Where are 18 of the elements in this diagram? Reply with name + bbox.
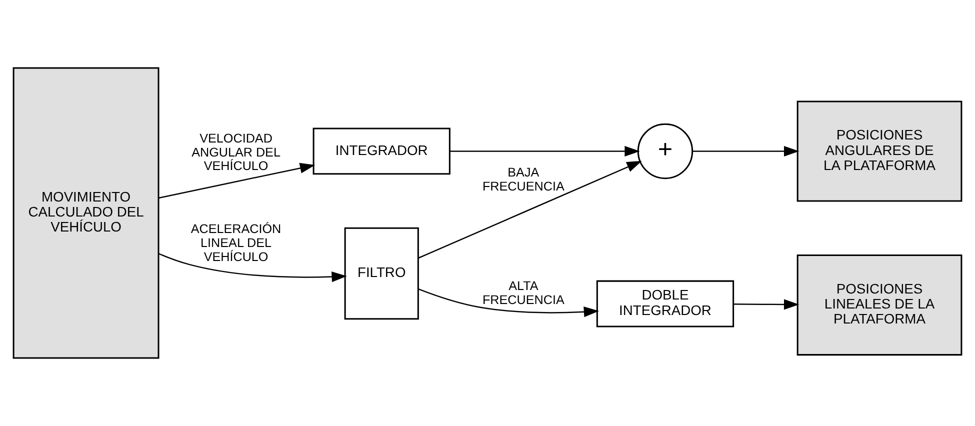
node-circle: + [637, 123, 694, 180]
node-box: FILTRO [344, 227, 419, 320]
node-box: DOBLE INTEGRADOR [596, 280, 734, 328]
edge-label: ALTA FRECUENCIA [482, 278, 564, 307]
arrow [734, 299, 800, 310]
arrow [692, 146, 800, 157]
edge-label: ACELERACIÓN LINEAL DEL VEHÍCULO [190, 222, 282, 264]
arrow [418, 160, 642, 259]
node-box: MOVIMIENTO CALCULADO DEL VEHÍCULO [12, 67, 160, 359]
arrow [158, 253, 347, 282]
arrow [418, 288, 600, 318]
node-box: INTEGRADOR [312, 128, 450, 175]
edge-label: BAJA FRECUENCIA [482, 165, 564, 194]
node-box: POSICIONES ANGULARES DE LA PLATAFORMA [796, 100, 962, 202]
node-box: POSICIONES LINEALES DE LA PLATAFORMA [796, 254, 962, 356]
arrow [158, 162, 316, 199]
edge-label: VELOCIDAD ANGULAR DEL VEHÍCULO [192, 131, 280, 174]
arrow [450, 146, 640, 157]
